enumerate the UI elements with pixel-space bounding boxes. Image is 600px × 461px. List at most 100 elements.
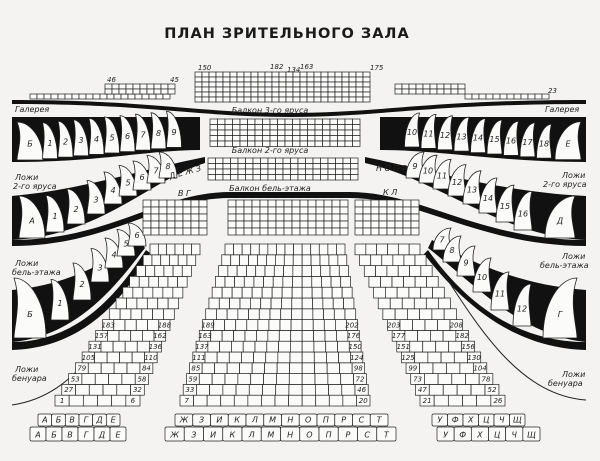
parterre-seat[interactable]	[284, 243, 294, 256]
parterre-seat[interactable]	[341, 286, 353, 299]
gallery-seat[interactable]	[457, 83, 466, 90]
gallery-seat[interactable]	[320, 81, 329, 88]
parterre-seat[interactable]	[94, 373, 109, 385]
gallery-seat[interactable]	[436, 88, 445, 95]
gallery-seat[interactable]	[201, 81, 210, 88]
parterre-seat[interactable]	[322, 297, 334, 310]
gallery-seat[interactable]	[271, 76, 280, 83]
gallery-seat[interactable]	[167, 83, 176, 90]
bottom-box-lower-left[interactable]	[109, 426, 127, 442]
parterre-seat[interactable]	[301, 308, 314, 320]
gallery-seat[interactable]	[243, 86, 252, 93]
balcony-bel-seat[interactable]	[282, 163, 291, 170]
parterre-seat[interactable]	[243, 276, 255, 288]
gallery-seat[interactable]	[313, 86, 322, 93]
balcony-bel-seat[interactable]	[290, 168, 299, 175]
parterre-seat[interactable]	[145, 265, 156, 277]
amphitheatre-seat[interactable]	[323, 206, 333, 215]
parterre-seat[interactable]	[248, 254, 258, 266]
gallery-seat[interactable]	[215, 81, 224, 88]
gallery-seat[interactable]	[313, 81, 322, 88]
parterre-seat[interactable]	[271, 286, 283, 299]
amphitheatre-seat[interactable]	[275, 206, 285, 215]
balcony-bel-seat[interactable]	[230, 174, 239, 181]
amphitheatre-seat[interactable]	[283, 227, 293, 236]
parterre-seat[interactable]	[239, 362, 253, 374]
gallery-seat[interactable]	[160, 88, 169, 95]
gallery-seat[interactable]	[236, 71, 245, 78]
gallery-seat[interactable]	[71, 93, 80, 100]
balcony-2-seat[interactable]	[224, 135, 233, 142]
parterre-seat[interactable]	[291, 286, 303, 299]
amphitheatre-seat[interactable]	[283, 213, 293, 222]
balcony-2-seat[interactable]	[314, 140, 323, 147]
amphitheatre-seat[interactable]	[166, 227, 176, 236]
balcony-2-seat[interactable]	[329, 140, 338, 147]
parterre-seat[interactable]	[380, 276, 393, 288]
balcony-bel-seat[interactable]	[327, 163, 336, 170]
balcony-2-seat[interactable]	[299, 124, 308, 131]
balcony-bel-seat[interactable]	[260, 157, 269, 164]
balcony-2-seat[interactable]	[209, 135, 218, 142]
balcony-bel-seat[interactable]	[297, 163, 306, 170]
parterre-seat[interactable]	[220, 394, 235, 407]
parterre-seat[interactable]	[256, 330, 269, 342]
amphitheatre-seat[interactable]	[291, 227, 301, 236]
parterre-seat[interactable]	[261, 394, 276, 407]
gallery-seat[interactable]	[257, 76, 266, 83]
parterre-seat[interactable]	[130, 308, 143, 320]
amphitheatre-seat[interactable]	[410, 213, 420, 222]
balcony-bel-seat[interactable]	[320, 157, 329, 164]
tier3-box-left[interactable]	[103, 116, 120, 154]
amphitheatre-seat[interactable]	[259, 220, 269, 229]
amphitheatre-seat[interactable]	[299, 213, 309, 222]
parterre-seat[interactable]	[215, 276, 226, 288]
amphitheatre-seat[interactable]	[182, 199, 192, 208]
parterre-seat[interactable]	[219, 340, 232, 353]
parterre-seat[interactable]	[246, 265, 257, 277]
parterre-seat[interactable]	[221, 330, 234, 342]
parterre-seat[interactable]	[288, 373, 303, 385]
parterre-seat[interactable]	[264, 362, 278, 374]
gallery-seat[interactable]	[236, 91, 245, 98]
parterre-seat[interactable]	[254, 340, 268, 353]
balcony-bel-seat[interactable]	[305, 157, 314, 164]
balcony-2-seat[interactable]	[277, 118, 286, 125]
gallery-seat[interactable]	[257, 81, 266, 88]
parterre-seat[interactable]	[409, 340, 424, 353]
amphitheatre-seat[interactable]	[362, 199, 372, 208]
gallery-seat[interactable]	[236, 86, 245, 93]
amphitheatre-seat[interactable]	[315, 206, 325, 215]
amphitheatre-seat[interactable]	[142, 206, 152, 215]
balcony-2-seat[interactable]	[247, 135, 256, 142]
gallery-seat[interactable]	[160, 83, 169, 90]
parterre-seat[interactable]	[443, 308, 457, 320]
parterre-seat[interactable]	[162, 286, 174, 299]
bel-box-right[interactable]	[490, 271, 510, 311]
balcony-bel-seat[interactable]	[335, 174, 344, 181]
gallery-seat[interactable]	[355, 91, 364, 98]
parterre-seat[interactable]	[218, 265, 229, 277]
balcony-2-seat[interactable]	[247, 129, 256, 136]
tier2-box-left[interactable]	[103, 171, 123, 205]
balcony-2-seat[interactable]	[254, 135, 263, 142]
parterre-seat[interactable]	[359, 254, 372, 266]
parterre-seat[interactable]	[241, 286, 253, 299]
parterre-seat[interactable]	[278, 330, 292, 342]
parterre-seat[interactable]	[119, 308, 132, 320]
parterre-seat[interactable]	[273, 265, 284, 277]
parterre-seat[interactable]	[119, 351, 133, 364]
balcony-bel-seat[interactable]	[320, 174, 329, 181]
balcony-bel-seat[interactable]	[297, 168, 306, 175]
amphitheatre-seat[interactable]	[243, 206, 253, 215]
parterre-seat[interactable]	[397, 243, 410, 256]
gallery-seat[interactable]	[264, 91, 273, 98]
balcony-bel-seat[interactable]	[237, 168, 246, 175]
balcony-2-seat[interactable]	[284, 118, 293, 125]
balcony-bel-seat[interactable]	[275, 157, 284, 164]
amphitheatre-seat[interactable]	[339, 199, 349, 208]
amphitheatre-seat[interactable]	[142, 220, 152, 229]
parterre-seat[interactable]	[239, 254, 249, 266]
balcony-bel-seat[interactable]	[282, 174, 291, 181]
parterre-seat[interactable]	[283, 265, 294, 277]
